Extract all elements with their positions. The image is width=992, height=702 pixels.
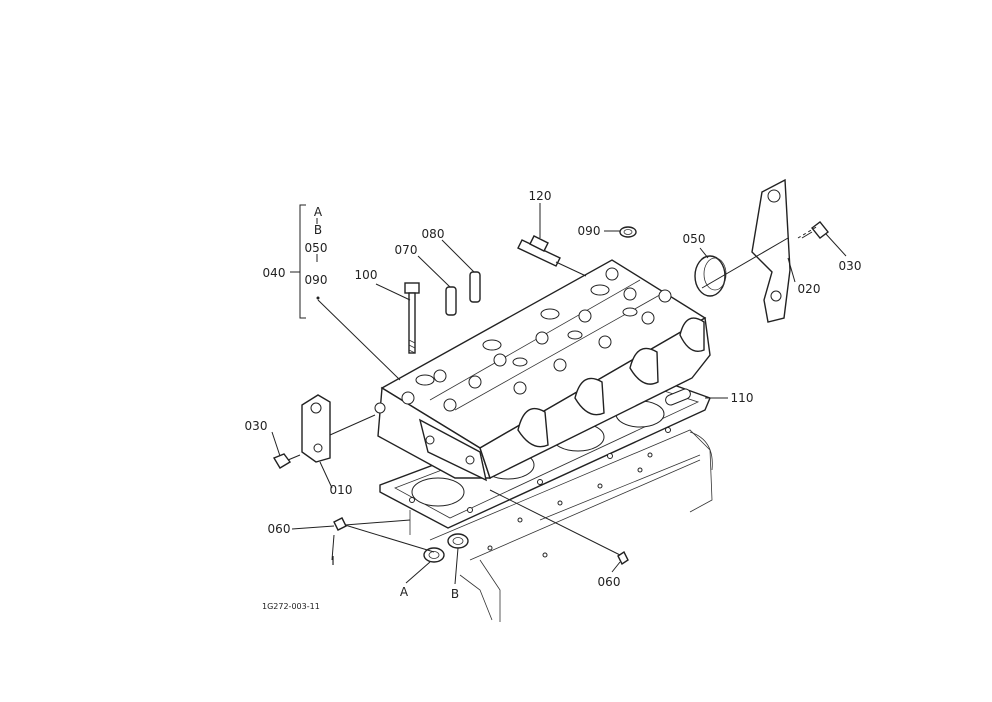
label-100: 100 bbox=[355, 268, 378, 282]
label-bracket-bottom: 090 bbox=[305, 273, 328, 287]
label-bracket-a: A bbox=[314, 205, 323, 219]
label-bracket-mid: 050 bbox=[305, 241, 328, 255]
seal-ring-b bbox=[447, 533, 469, 549]
callout-labels: A B 050 090 040 100 070 080 120 090 050 … bbox=[245, 189, 862, 611]
head-bolt bbox=[404, 282, 420, 354]
label-050: 050 bbox=[683, 232, 706, 246]
leader-lines bbox=[271, 203, 847, 585]
label-120: 120 bbox=[529, 189, 552, 203]
label-mark-b: B bbox=[451, 587, 459, 601]
temperature-sensor bbox=[517, 235, 587, 277]
group-bracket bbox=[290, 204, 320, 319]
label-110: 110 bbox=[731, 391, 754, 405]
label-bracket-b: B bbox=[314, 223, 322, 237]
cylinder-head bbox=[374, 259, 711, 482]
label-mark-a: A bbox=[400, 585, 409, 599]
label-070: 070 bbox=[395, 243, 418, 257]
bolt-030-left bbox=[272, 453, 301, 469]
dowel-pin-080 bbox=[469, 271, 481, 303]
label-060-right: 060 bbox=[598, 575, 621, 589]
plug-060-left bbox=[333, 517, 347, 531]
hanger-bracket-front bbox=[301, 394, 331, 463]
label-030-left: 030 bbox=[245, 419, 268, 433]
label-mark-i: I bbox=[331, 554, 335, 568]
bolt-030-right bbox=[801, 221, 829, 239]
label-020: 020 bbox=[798, 282, 821, 296]
plug bbox=[619, 226, 637, 238]
label-030-right: 030 bbox=[839, 259, 862, 273]
engine-block bbox=[429, 429, 713, 622]
plug-060-right bbox=[617, 550, 629, 566]
seal-ring-a bbox=[423, 547, 445, 563]
dowel-pin-070 bbox=[445, 286, 457, 316]
label-040: 040 bbox=[263, 266, 286, 280]
cup-plug bbox=[694, 255, 727, 297]
figure-code: 1G272-003-11 bbox=[262, 602, 320, 611]
label-010: 010 bbox=[330, 483, 353, 497]
label-060-left: 060 bbox=[268, 522, 291, 536]
label-080: 080 bbox=[422, 227, 445, 241]
hanger-bracket-rear bbox=[751, 178, 791, 323]
label-090: 090 bbox=[578, 224, 601, 238]
